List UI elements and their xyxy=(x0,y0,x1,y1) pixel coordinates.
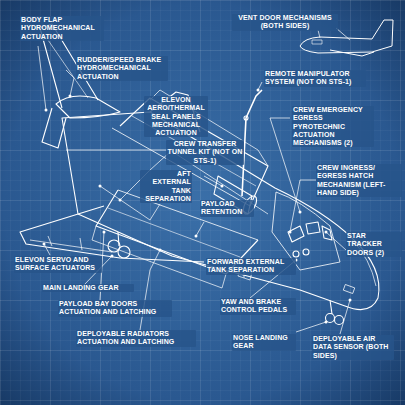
callout-label: NOSE LANDING GEAR xyxy=(232,334,296,351)
callout-label: DEPLOYABLE AIR DATA SENSOR (BOTH SIDES) xyxy=(312,335,394,360)
callout-label: YAW AND BRAKE CONTROL PEDALS xyxy=(220,298,296,315)
callout-label: BODY FLAP HYDROMECHANICAL ACTUATION xyxy=(20,16,104,41)
callout-label: REMOTE MANIPULATOR SYSTEM (NOT ON STS-1) xyxy=(264,70,366,87)
callout-label: ELEVON AERO/THERMAL SEAL PANELS MECHANIC… xyxy=(144,96,208,137)
callout-label: CREW EMERGENCY EGRESS PYROTECHNIC ACTUAT… xyxy=(292,106,374,147)
callout-label: PAYLOAD RETENTION xyxy=(200,200,254,217)
callout-label: FORWARD EXTERNAL TANK SEPARATION xyxy=(206,258,296,275)
callout-label: DEPLOYABLE RADIATORS ACTUATION AND LATCH… xyxy=(76,330,196,347)
callout-label: MAIN LANDING GEAR xyxy=(42,284,134,292)
callout-label: CREW INGRESS/ EGRESS HATCH MECHANISM (LE… xyxy=(316,164,402,197)
callout-label: ELEVON SERVO AND SURFACE ACTUATORS xyxy=(14,256,102,273)
callout-label: CREW TRANSFER TUNNEL KIT (NOT ON STS-1) xyxy=(166,140,244,165)
callout-label: STAR TRACKER DOORS (2) xyxy=(346,232,402,257)
callout-label: RUDDER/SPEED BRAKE HYDROMECHANICAL ACTUA… xyxy=(76,56,168,81)
callout-label: PAYLOAD BAY DOORS ACTUATION AND LATCHING xyxy=(58,300,172,317)
callout-label: VENT DOOR MECHANISMS (BOTH SIDES) xyxy=(232,14,338,31)
callout-label: AFT EXTERNAL TANK SEPARATION xyxy=(140,170,192,203)
